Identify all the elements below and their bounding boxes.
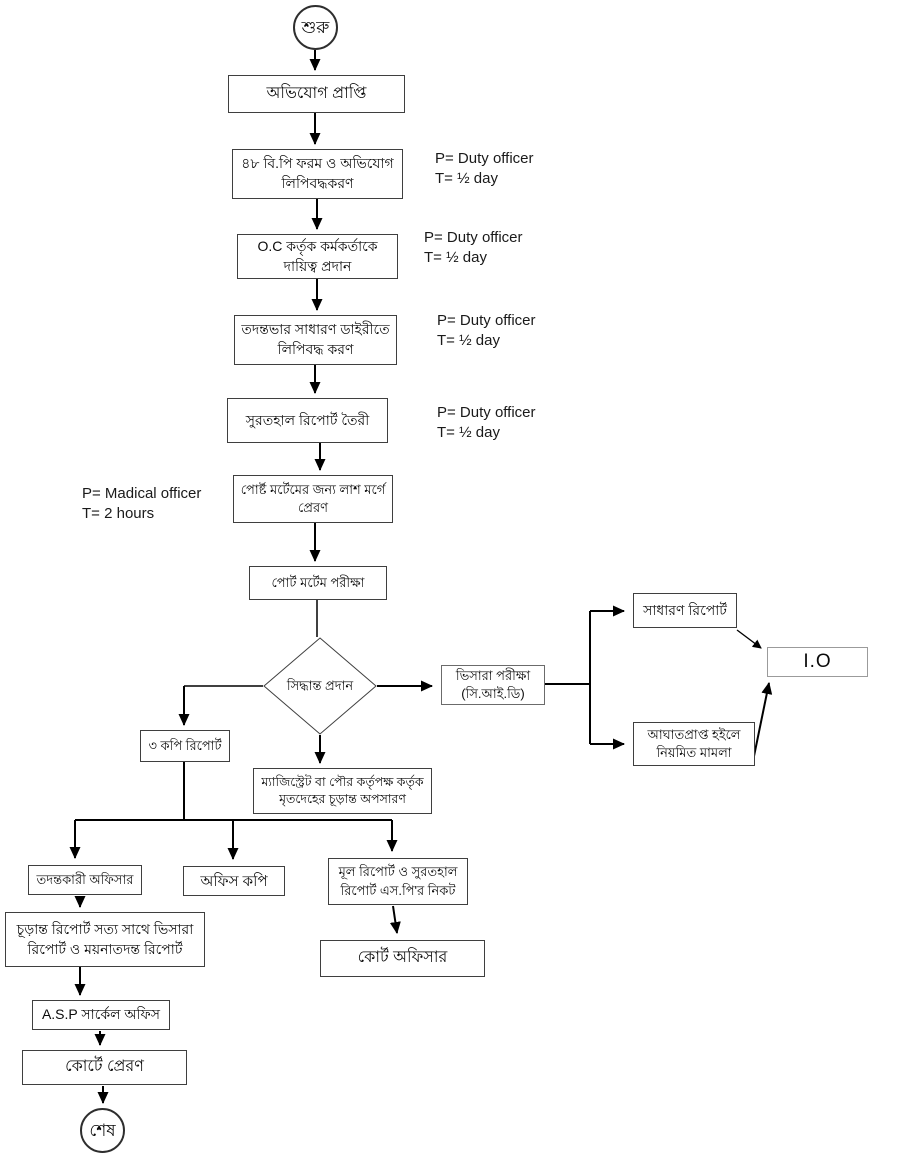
note-time: T= ½ day [424,249,487,267]
duty-officer-note-3: P= Duty officer T= ½ day [437,311,536,351]
post-mortem-exam-box: পোর্ট মর্টেম পরীক্ষা [249,566,387,600]
receive-complaint-box: অভিযোগ প্রাপ্তি [228,75,405,113]
general-report-box: সাধারণ রিপোর্ট [633,593,737,628]
send-to-court-box: কোর্টে প্রেরণ [22,1050,187,1085]
duty-officer-note-2: P= Duty officer T= ½ day [424,228,523,268]
magistrate-final-removal-box: ম্যাজিস্ট্রেট বা পৌর কর্তৃপক্ষ কর্তৃক মৃ… [253,768,432,814]
decision-diamond-shape [263,637,377,735]
send-body-to-morgue-box: পোর্ষ্ট মর্টেমের জন্য লাশ মর্গে প্রেরণ [233,475,393,523]
office-copy-box: অফিস কপি [183,866,285,896]
note-person: P= Duty officer [435,150,534,167]
main-report-to-sp-box: মূল রিপোর্ট ও সুরতহাল রিপোর্ট এস.পি'র নি… [328,858,468,905]
note-time: T= ½ day [435,170,498,188]
duty-officer-note-1: P= Duty officer T= ½ day [435,149,534,189]
oc-assign-duty-box: O.C কর্তৃক কর্মকর্তাকে দায়িত্ব প্রদান [237,234,398,279]
bp-form-record-box: ৪৮ বি.পি ফরম ও অভিযোগ লিপিবদ্ধকরণ [232,149,403,199]
viscera-exam-box: ভিসারা পরীক্ষা (সি.আই.ডি) [441,665,545,705]
note-person: P= Duty officer [424,229,523,246]
end-node: শেষ [80,1108,125,1153]
regular-case-box: আঘাতপ্রাপ্ত হইলে নিয়মিত মামলা [633,722,755,766]
investigating-officer-box: তদন্তকারী অফিসার [28,865,142,895]
note-person: P= Duty officer [437,312,536,329]
surathal-report-box: সুরতহাল রিপোর্ট তৈরী [227,398,388,443]
note-time: T= ½ day [437,424,500,442]
start-node: শুরু [293,5,338,50]
note-person: P= Duty officer [437,404,536,421]
three-copy-report-box: ৩ কপি রিপোর্ট [140,730,230,762]
asp-circle-office-box: A.S.P সার্কেল অফিস [32,1000,170,1030]
note-time: T= ½ day [437,332,500,350]
duty-officer-note-4: P= Duty officer T= ½ day [437,403,536,443]
court-officer-box: কোর্ট অফিসার [320,940,485,977]
general-diary-record-box: তদন্তভার সাধারণ ডাইরীতে লিপিবদ্ধ করণ [234,315,397,365]
note-time: T= 2 hours [82,505,155,523]
io-box: I.O [767,647,868,677]
note-person: P= Madical officer [82,485,202,502]
final-report-with-viscera-box: চূড়ান্ত রিপোর্ট সত্য সাথে ভিসারা রিপোর্… [5,912,205,967]
decision-diamond-label: সিদ্ধান্ত প্রদান [286,677,354,693]
medical-officer-note: P= Madical officer T= 2 hours [82,484,201,524]
